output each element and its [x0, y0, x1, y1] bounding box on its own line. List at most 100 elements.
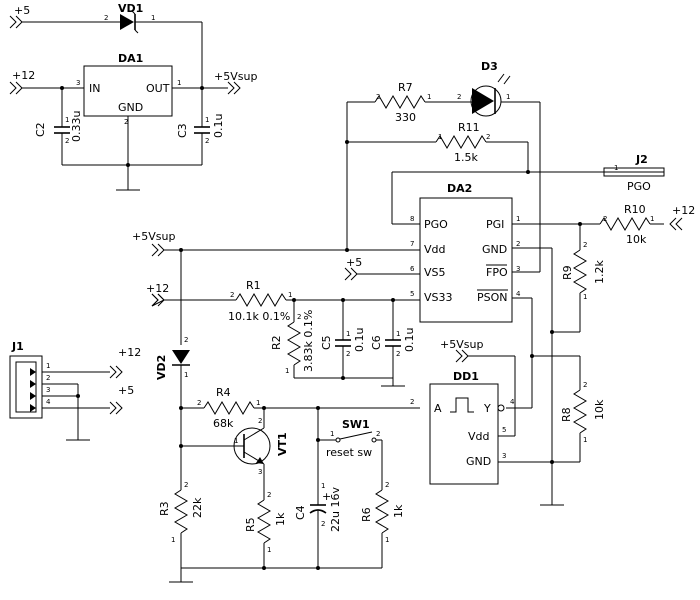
- capacitor-c4: + C4 22u 16v 1 2: [294, 408, 342, 568]
- power-arrow-icon: [669, 217, 683, 231]
- pin-number: 3: [258, 468, 262, 476]
- r6-name: R6: [360, 507, 373, 522]
- power-arrow-icon: [151, 293, 165, 307]
- pin-number: 1: [583, 436, 587, 444]
- pin-number: 1: [177, 79, 181, 87]
- pin-number: 1: [583, 293, 587, 301]
- c4-plus: +: [322, 490, 331, 503]
- pin-number: 1: [321, 482, 325, 490]
- pin-number: 1: [46, 362, 50, 370]
- r11-name: R11: [458, 121, 480, 134]
- pin-number: 2: [410, 398, 414, 406]
- power-arrow-icon: [9, 15, 23, 29]
- r3-name: R3: [158, 501, 171, 516]
- pin-number: 1: [234, 437, 238, 445]
- power-label: +5Vsup: [440, 338, 483, 351]
- j2-net: PGO: [627, 180, 651, 193]
- power-label: +12: [672, 204, 695, 217]
- pin-number: 2: [583, 241, 587, 249]
- power-label: +5Vsup: [214, 70, 257, 83]
- pin-number: 2: [184, 336, 188, 344]
- r8-name: R8: [560, 407, 573, 422]
- sw1-label: reset sw: [326, 446, 372, 459]
- pin-number: 1: [151, 14, 155, 22]
- pin-number: 1: [171, 536, 175, 544]
- r4-name: R4: [216, 386, 231, 399]
- power-arrow-icon: [151, 243, 165, 257]
- pin-number: 1: [267, 546, 271, 554]
- resistor-r5: R5 1k 2 1: [244, 491, 287, 568]
- da2-gnd-label: GND: [482, 243, 507, 256]
- da2-vdd-label: Vdd: [424, 243, 446, 256]
- c5-name: C5: [320, 335, 333, 350]
- pin-number: 1: [288, 291, 292, 299]
- d3-name: D3: [481, 60, 498, 73]
- dd1-y-label: Y: [483, 402, 491, 415]
- pin-number: 3: [502, 452, 506, 460]
- resistor-r7: R7 330 2 1: [374, 81, 431, 124]
- logic-dd1: DD1 A Y Vdd GND 4 5 3: [429, 370, 515, 485]
- r2-value: 3.83k 0.1%: [302, 310, 315, 372]
- power-arrow-icon: [109, 401, 123, 415]
- pin-number: 2: [205, 137, 209, 145]
- pin-number: 1: [205, 116, 209, 124]
- resistor-r1: R1 10.1k 0.1% 2 1: [228, 279, 292, 323]
- pin-number: 2: [486, 133, 490, 141]
- capacitor-c5: C5 0.1u 1 2: [320, 300, 366, 378]
- resistor-r2: R2 3.83k 0.1% 2 1: [270, 300, 315, 378]
- sw1-name: SW1: [342, 418, 370, 431]
- r9-value: 1.2k: [593, 260, 606, 284]
- da2-vs33-label: VS33: [424, 291, 453, 304]
- pin-number: 1: [256, 399, 260, 407]
- da1-in-label: IN: [89, 82, 100, 95]
- pin-number: 1: [427, 93, 431, 101]
- capacitor-c6: C6 0.1u 1 2: [370, 300, 416, 378]
- r9-name: R9: [561, 265, 574, 280]
- power-label: +12: [146, 282, 169, 295]
- pin-number: 2: [197, 399, 201, 407]
- da2-name: DA2: [447, 182, 472, 195]
- da2-pgi-label: PGI: [486, 218, 504, 231]
- pin-number: 1: [614, 164, 618, 172]
- da2-fpo-label: FPO: [486, 266, 508, 279]
- da1-name: DA1: [118, 52, 143, 65]
- da2-pson-label: PSON: [477, 291, 508, 304]
- pin-number: 1: [385, 536, 389, 544]
- pin-number: 2: [297, 313, 301, 321]
- r4-value: 68k: [213, 417, 234, 430]
- da1-out-label: OUT: [146, 82, 170, 95]
- pin-number: 1: [330, 430, 334, 438]
- resistor-r9: R9 1.2k 2 1: [561, 224, 606, 332]
- regulator-section: +5 VD1 2 1 +12 3 DA1 IN OUT GND 1 2: [9, 2, 257, 191]
- pin-number: 1: [346, 330, 350, 338]
- c3-name: C3: [176, 123, 189, 138]
- pin-number: 3: [46, 386, 50, 394]
- power-label: +12: [12, 69, 35, 82]
- indicator-section: R7 330 2 1 D3 2 1 R11 1.5k 1 2: [345, 60, 665, 273]
- reset-switch-sw1[interactable]: SW1 reset sw 1 2: [316, 418, 382, 459]
- c4-value: 22u 16v: [329, 487, 342, 532]
- power-label: +5: [14, 4, 30, 17]
- j1-name: J1: [11, 340, 24, 353]
- capacitor-c2: C2 0.33u 1 2: [34, 88, 83, 165]
- pin-number: 2: [258, 417, 262, 425]
- pin-number: 5: [410, 290, 414, 298]
- pin-number: 1: [285, 367, 289, 375]
- r1-value: 10.1k 0.1%: [228, 310, 290, 323]
- r6-value: 1k: [392, 504, 405, 518]
- da2-pgo-label: PGO: [424, 218, 448, 231]
- vd2-name: VD2: [155, 355, 168, 380]
- pin-number: 1: [506, 93, 510, 101]
- pin-number: 4: [510, 398, 515, 406]
- power-label: +5: [346, 256, 362, 269]
- dd1-gnd-label: GND: [466, 455, 491, 468]
- pin-number: 1: [184, 371, 188, 379]
- pin-number: 7: [410, 240, 414, 248]
- r3-value: 22k: [191, 497, 204, 518]
- r8-value: 10k: [593, 399, 606, 420]
- diode-vd1: VD1 2 1: [104, 2, 155, 34]
- r7-value: 330: [395, 111, 416, 124]
- resistor-r11: R11 1.5k 1 2: [435, 121, 490, 164]
- power-arrow-icon: [9, 81, 23, 95]
